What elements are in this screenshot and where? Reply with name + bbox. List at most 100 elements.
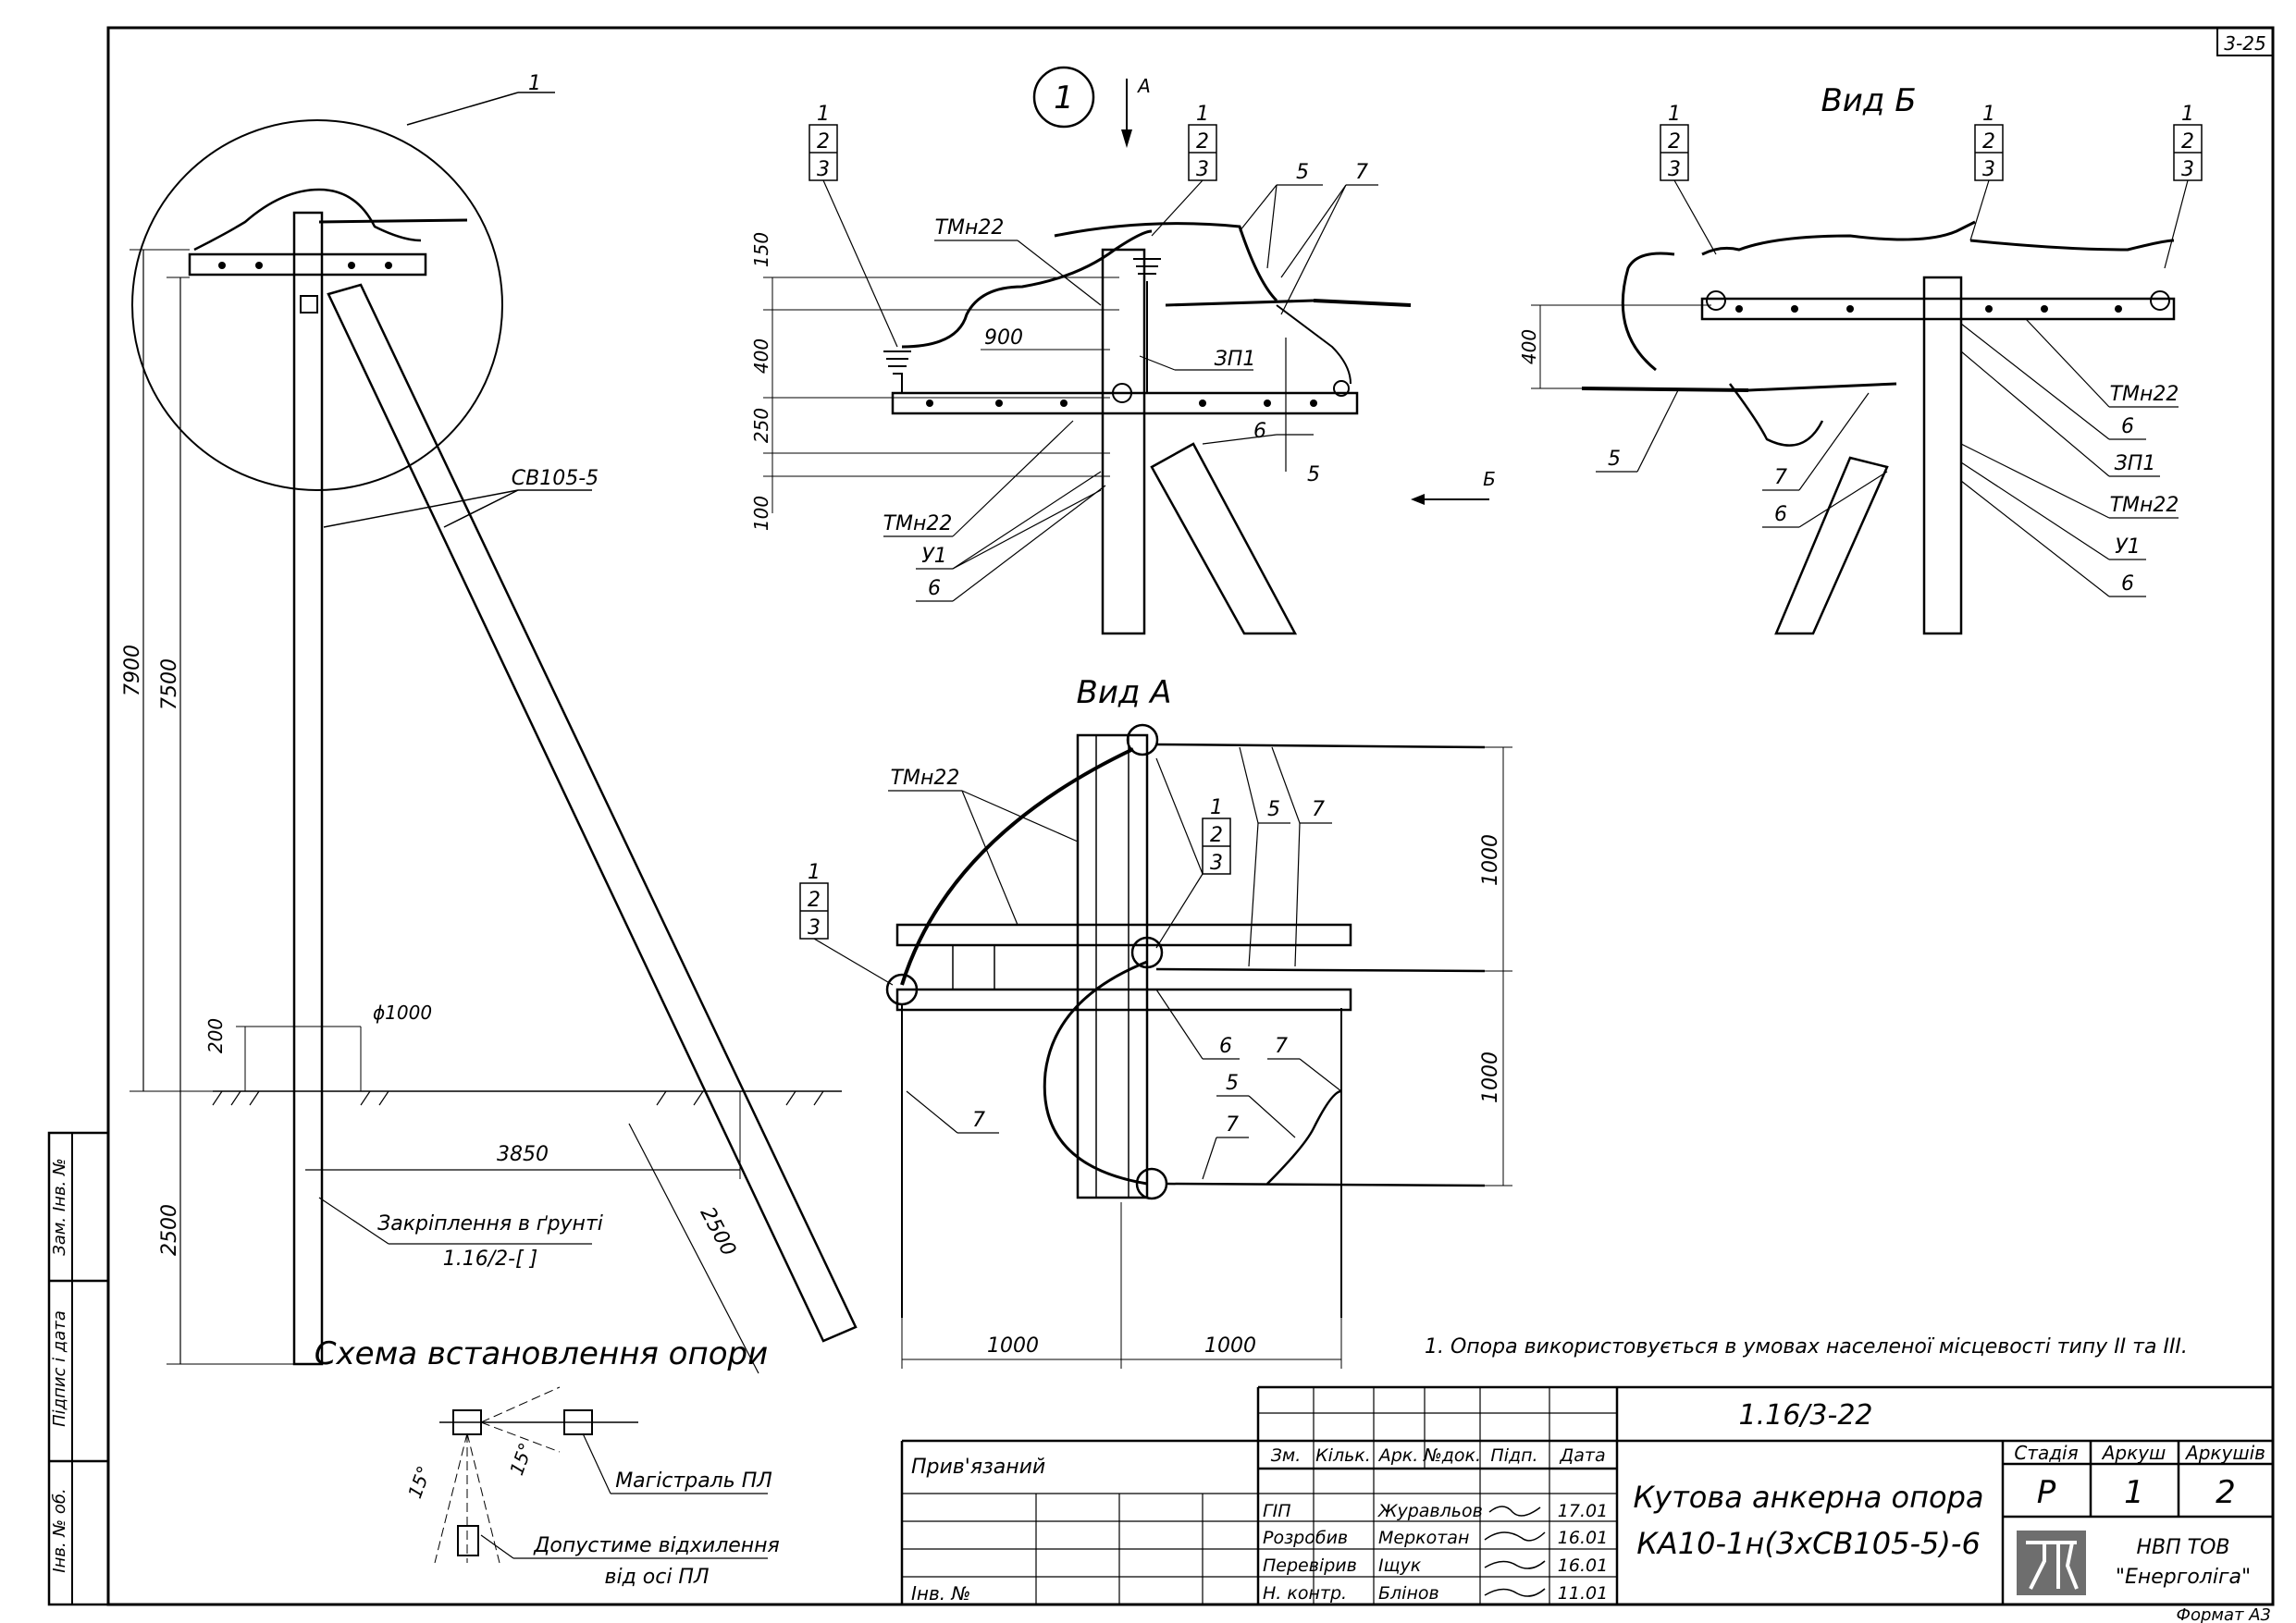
company-line2: "Енерголіга" xyxy=(2116,1566,2251,1589)
svg-text:ЗП1: ЗП1 xyxy=(2115,452,2156,475)
label-5-r: 5 xyxy=(1307,463,1320,486)
b-label-6: 6 xyxy=(1774,503,1787,526)
dim-100: 100 xyxy=(750,496,772,531)
a-label-6: 6 xyxy=(1219,1035,1232,1058)
head-data: Дата xyxy=(1559,1445,1605,1466)
svg-text:6: 6 xyxy=(2121,572,2134,596)
svg-text:3: 3 xyxy=(1668,158,1681,181)
svg-text:1: 1 xyxy=(1196,103,1209,126)
svg-text:2: 2 xyxy=(1210,824,1223,847)
dim-200: 200 xyxy=(204,1018,227,1053)
sheets-label: Аркушів xyxy=(2184,1442,2265,1464)
angle-15-b: 15° xyxy=(505,1440,537,1479)
dim-900: 900 xyxy=(984,326,1023,350)
dim-2500-slant: 2500 xyxy=(696,1203,740,1260)
svg-text:Розробив: Розробив xyxy=(1263,1528,1348,1548)
svg-text:Блінов: Блінов xyxy=(1378,1583,1439,1604)
tmn22-top: ТМн22 xyxy=(935,216,1005,240)
b-label-7: 7 xyxy=(1774,466,1787,489)
side-stamp: Зам. Інв. № Підпис і дата Інв. № об. xyxy=(47,1131,110,1606)
stamp-inv-orig: Інв. № об. xyxy=(50,1488,69,1572)
dim-3850: 3850 xyxy=(497,1143,549,1166)
view-b-title: Вид Б xyxy=(1821,82,1916,119)
svg-text:У1: У1 xyxy=(2115,535,2140,559)
svg-text:2: 2 xyxy=(1982,130,1995,154)
stack-label-left: 1 2 3 xyxy=(809,103,898,348)
format-label: Формат А3 xyxy=(2176,1605,2271,1623)
stage-label: Стадія xyxy=(2014,1442,2078,1464)
svg-text:3: 3 xyxy=(817,158,830,181)
head-ark: Арк. xyxy=(1377,1445,1419,1466)
dim-2500: 2500 xyxy=(158,1204,181,1256)
mainline-label: Магістраль ПЛ xyxy=(615,1469,772,1493)
title-line1: Кутова анкерна опора xyxy=(1633,1480,1983,1515)
svg-text:ГІП: ГІП xyxy=(1263,1501,1290,1521)
label-7-top: 7 xyxy=(1355,161,1368,184)
fix-code: 1.16/2-[ ] xyxy=(443,1248,538,1271)
sheet-code-box xyxy=(2216,27,2274,56)
sheet-label: Аркуш xyxy=(2101,1442,2166,1464)
svg-text:6: 6 xyxy=(2121,415,2134,438)
title-line2: КА10-1н(3хСВ105-5)-6 xyxy=(1636,1526,1981,1561)
svg-text:ТМн22: ТМн22 xyxy=(2110,494,2179,517)
inv-no-label: Інв. № xyxy=(911,1582,970,1605)
label-6-r: 6 xyxy=(1253,420,1266,443)
b-right-labels: ТМн22 6 ЗП1 ТМн22 У1 6 xyxy=(1960,318,2179,597)
deviation-line1: Допустиме відхилення xyxy=(533,1534,780,1557)
label-5-top: 5 xyxy=(1296,161,1309,184)
doc-code: 1.16/3-22 xyxy=(1739,1399,1873,1432)
svg-text:11.01: 11.01 xyxy=(1558,1583,1608,1604)
a-label-7c: 7 xyxy=(1226,1113,1239,1137)
dim-1000-right: 1000 xyxy=(1204,1334,1256,1358)
angle-15-a: 15° xyxy=(403,1463,436,1502)
installation-plan: 15° 15° Магістраль ПЛ Допустиме відхилен… xyxy=(403,1386,780,1589)
svg-text:1: 1 xyxy=(1982,103,1995,126)
a-label-5: 5 xyxy=(1267,798,1280,821)
svg-text:ТМн22: ТМн22 xyxy=(2110,383,2179,406)
b-label-5: 5 xyxy=(1608,448,1621,471)
fix-ground: Закріплення в ґрунті xyxy=(377,1212,603,1236)
signature-rows: ГІП Журавльов 17.01 Розробив Меркотан 16… xyxy=(1263,1501,1608,1604)
svg-text:Н. контр.: Н. контр. xyxy=(1263,1583,1347,1604)
installation-title: Схема встановлення опори xyxy=(315,1335,768,1372)
a-tmn22: ТМн22 xyxy=(891,767,960,790)
stack-label-a-mid: 1 2 3 xyxy=(1155,757,1231,949)
tmn22-bottom: ТМн22 xyxy=(883,512,953,535)
svg-text:3: 3 xyxy=(808,916,821,940)
svg-text:1: 1 xyxy=(2181,103,2194,126)
label-6-bl: 6 xyxy=(928,577,941,600)
svg-text:Перевірив: Перевірив xyxy=(1263,1555,1357,1576)
dim-400-b: 400 xyxy=(1518,329,1540,364)
svg-text:1: 1 xyxy=(817,103,830,126)
svg-text:1: 1 xyxy=(1668,103,1681,126)
svg-text:2: 2 xyxy=(2181,130,2194,154)
stack-label-a-left: 1 2 3 xyxy=(799,861,894,986)
stage-value: Р xyxy=(2037,1474,2056,1511)
sheet-value: 1 xyxy=(2124,1474,2144,1511)
a-label-7d: 7 xyxy=(972,1109,985,1132)
stamp-sign-date: Підпис і дата xyxy=(50,1310,69,1427)
sv105-label: СВ105-5 xyxy=(512,467,599,490)
view-a: Вид А 1000 1000 10 xyxy=(799,674,1512,1369)
dia-1000: ϕ1000 xyxy=(373,1002,432,1024)
svg-text:2: 2 xyxy=(817,130,830,154)
node-detail-1: 1 А 150 xyxy=(750,66,1496,635)
svg-text:Журавльов: Журавльов xyxy=(1377,1501,1483,1521)
company-logo-icon xyxy=(2017,1531,2086,1595)
svg-text:16.01: 16.01 xyxy=(1558,1555,1608,1576)
stack-label-mid: 1 2 3 xyxy=(1151,103,1217,237)
svg-text:16.01: 16.01 xyxy=(1558,1528,1608,1548)
a-label-5b: 5 xyxy=(1226,1072,1239,1095)
sheets-value: 2 xyxy=(2216,1474,2236,1511)
dim-1000-up: 1000 xyxy=(1479,834,1502,886)
dim-7500: 7500 xyxy=(158,658,181,710)
stamp-replace-inv: Зам. Інв. № xyxy=(50,1158,69,1255)
note-text: 1. Опора використовується в умовах насел… xyxy=(1425,1335,2188,1359)
dim-7900: 7900 xyxy=(121,645,144,696)
svg-text:2: 2 xyxy=(808,889,821,912)
head-pidp: Підп. xyxy=(1490,1445,1537,1466)
svg-text:3: 3 xyxy=(2181,158,2194,181)
dim-150: 150 xyxy=(750,232,772,267)
dim-400: 400 xyxy=(750,338,772,374)
stack-label-b3: 1 2 3 xyxy=(2164,103,2203,269)
